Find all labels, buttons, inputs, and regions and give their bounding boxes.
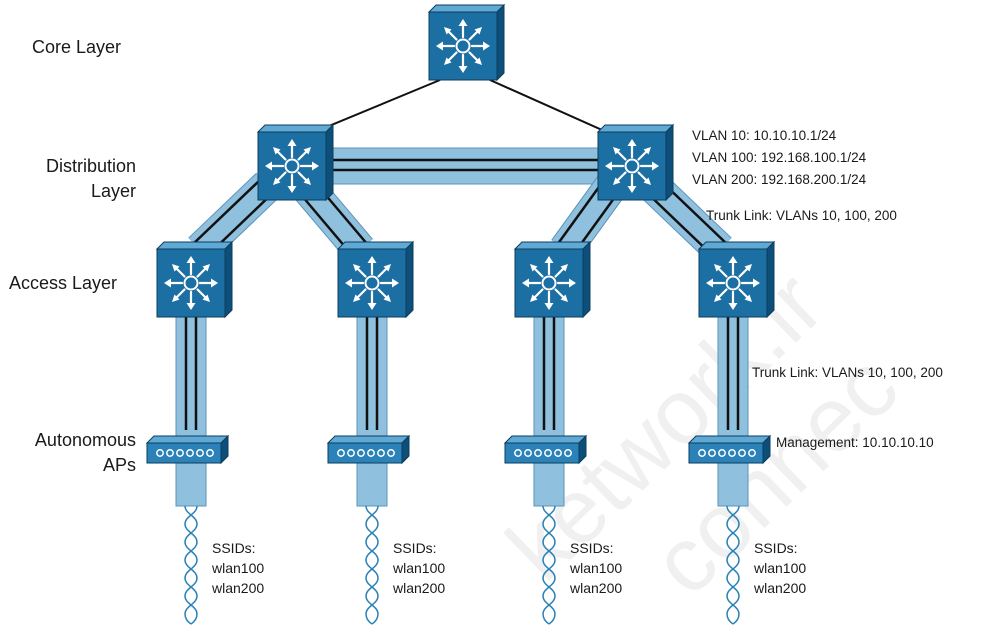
autonomous-ap-3-icon [504,435,587,464]
ssid-wlan100: wlan100 [211,560,264,576]
core-links [299,79,621,139]
ssid-title: SSIDs: [393,540,437,556]
distribution-switch-left-icon [258,125,333,200]
ssid-wlan100: wlan100 [753,560,806,576]
autonomous-ap-1-icon [146,435,229,464]
trunk-access-4-to-ap-4 [717,309,749,441]
trunk-access-1-to-ap-1 [175,309,207,441]
ssid-wlan200: wlan200 [753,580,806,596]
ssid-wlan200: wlan200 [569,580,622,596]
ssid-label-2: SSIDs: wlan100 wlan200 [392,540,445,596]
ssid-wlan100: wlan100 [569,560,622,576]
access-switch-1-icon [157,242,232,317]
distribution-layer-label-line1: Distribution [46,156,136,176]
ssid-label-3: SSIDs: wlan100 wlan200 [569,540,622,596]
access-switch-4-icon [699,242,774,317]
vlan-100-annotation: VLAN 100: 192.168.100.1/24 [692,150,867,165]
autonomous-aps-label-line2: APs [103,455,136,475]
vlan-200-annotation: VLAN 200: 192.168.200.1/24 [692,172,867,187]
trunk-dist-left-to-access-1 [188,172,280,263]
wireless-signal-2-icon [365,505,379,625]
ssid-wlan200: wlan200 [392,580,445,596]
autonomous-ap-4-icon [688,435,771,464]
trunk-distribution-interlink [321,147,615,185]
trunk-access-2-to-ap-2 [356,309,388,441]
vlan-10-annotation: VLAN 10: 10.10.10.1/24 [692,128,837,143]
ssid-wlan200: wlan200 [211,580,264,596]
distribution-switch-right-icon [598,125,673,200]
trunk-access-3-to-ap-3 [533,309,565,441]
core-layer-label: Core Layer [32,37,121,57]
access-switch-2-icon [338,242,413,317]
ap-3-cable-stub [533,461,565,507]
ap-2-cable-stub [356,461,388,507]
ssid-title: SSIDs: [212,540,256,556]
distribution-layer-label-line2: Layer [91,181,136,201]
trunk-link-upper-annotation: Trunk Link: VLANs 10, 100, 200 [706,208,897,223]
ap-4-cable-stub [717,461,749,507]
wireless-signal-1-icon [184,505,198,625]
ssid-label-4: SSIDs: wlan100 wlan200 [753,540,806,596]
trunk-link-lower-annotation: Trunk Link: VLANs 10, 100, 200 [752,365,943,380]
access-layer-label: Access Layer [9,273,117,293]
management-annotation: Management: 10.10.10.10 [776,435,934,450]
ssid-title: SSIDs: [754,540,798,556]
ssid-label-1: SSIDs: wlan100 wlan200 [211,540,264,596]
autonomous-ap-2-icon [327,435,410,464]
ssid-wlan100: wlan100 [392,560,445,576]
autonomous-aps-label-line1: Autonomous [35,430,136,450]
ap-1-cable-stub [175,461,207,507]
core-switch-icon [429,5,504,80]
ssid-title: SSIDs: [570,540,614,556]
access-switch-3-icon [515,242,590,317]
